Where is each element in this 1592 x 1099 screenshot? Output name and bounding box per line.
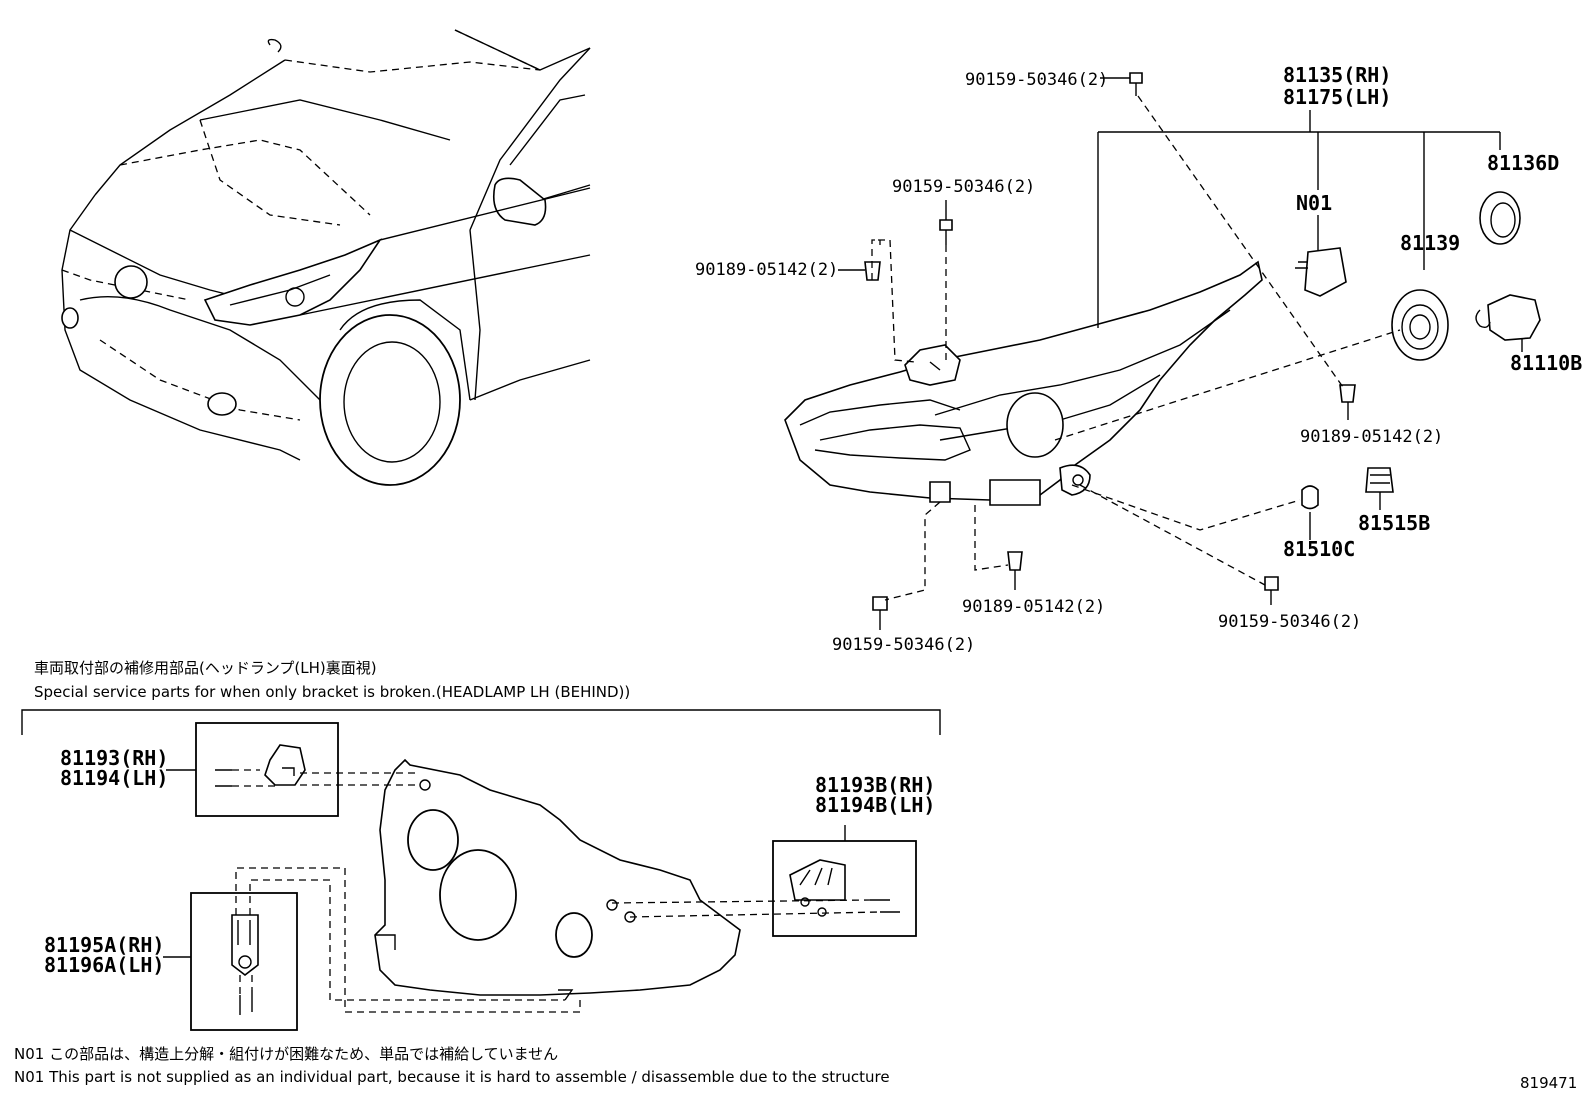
label-81194-lh: 81194(LH) <box>60 766 168 790</box>
label-81139: 81139 <box>1400 231 1460 255</box>
bracket-c-box <box>190 892 298 1031</box>
label-81515b: 81515B <box>1358 511 1430 535</box>
label-screw-top-right: 90159-50346(2) <box>965 70 1108 90</box>
label-screw-top-mid: 90159-50346(2) <box>892 177 1035 197</box>
car-illustration <box>61 29 591 486</box>
label-n01: N01 <box>1296 191 1332 215</box>
label-81510c: 81510C <box>1283 537 1355 561</box>
headlamp-part-labels: 81135(RH) 81175(LH) N01 81136D 81139 811… <box>695 63 1582 655</box>
footnote-jp: N01 この部品は、構造上分解・組付けが困難なため、単品では補給していません <box>14 1045 558 1063</box>
footnote-en: N01 This part is not supplied as an indi… <box>14 1068 890 1086</box>
label-81194b-lh: 81194B(LH) <box>815 793 935 817</box>
service-parts-section: 81193(RH) 81194(LH) 81193B(RH) 81194B(LH… <box>21 709 941 1031</box>
label-screw-bottom-left: 90159-50346(2) <box>832 635 975 655</box>
label-81193b-rh: 81193B(RH) <box>815 773 935 797</box>
label-81193-rh: 81193(RH) <box>60 746 168 770</box>
label-clip-bottom: 90189-05142(2) <box>962 597 1105 617</box>
label-clip-right: 90189-05142(2) <box>1300 427 1443 447</box>
headlamp-subparts <box>838 72 1541 630</box>
label-clip-left: 90189-05142(2) <box>695 260 838 280</box>
headlamp-dashed-lines <box>871 95 1401 601</box>
diagram-id: 819471 <box>1520 1074 1577 1092</box>
label-81136d: 81136D <box>1487 151 1559 175</box>
label-81135-rh: 81135(RH) <box>1283 63 1391 87</box>
label-81195a-rh: 81195A(RH) <box>44 933 164 957</box>
label-81110b: 81110B <box>1510 351 1582 375</box>
label-screw-bottom-right: 90159-50346(2) <box>1218 612 1361 632</box>
label-81196a-lh: 81196A(LH) <box>44 953 164 977</box>
label-81175-lh: 81175(LH) <box>1283 85 1391 109</box>
headlamp-assembly <box>784 260 1263 506</box>
service-note-en: Special service parts for when only brac… <box>34 683 630 701</box>
service-note-jp: 車両取付部の補修用部品(ヘッドランプ(LH)裏面視) <box>34 659 377 677</box>
assembly-leader-lines <box>1097 110 1501 328</box>
